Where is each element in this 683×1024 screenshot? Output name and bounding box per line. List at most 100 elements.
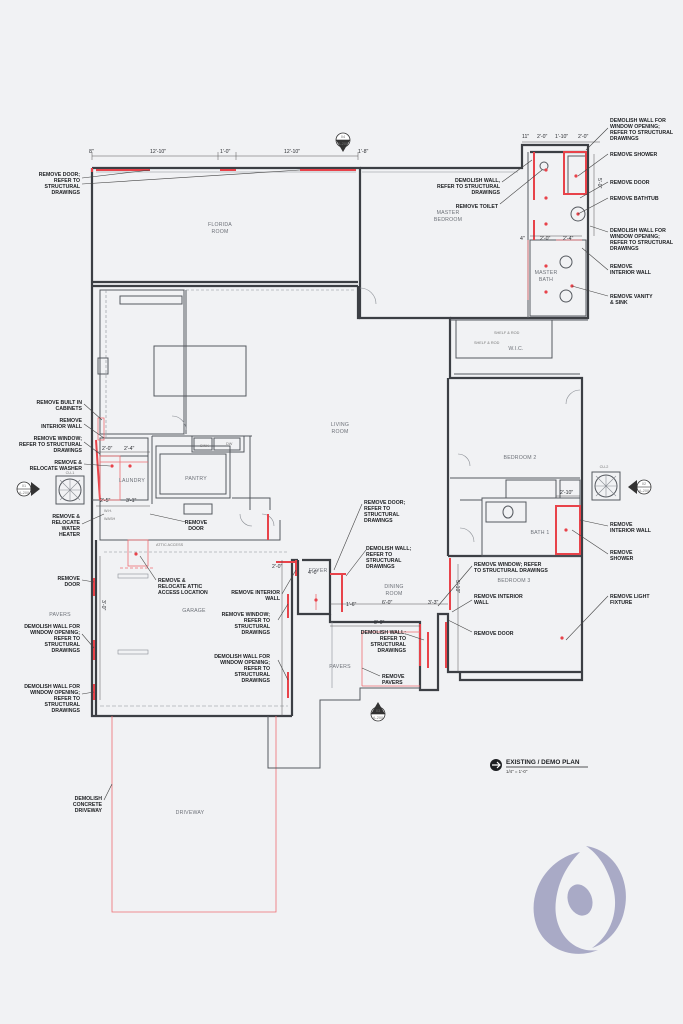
north-arrow-icon [490,759,502,771]
dim: 1'-8" [358,149,368,155]
room-driveway: DRIVEWAY [176,810,205,816]
note-remove-door-top: REMOVE DOOR; REFER TO STRUCTURAL DRAWING… [39,172,81,196]
svg-text:REFER TO: REFER TO [380,636,406,642]
fixture-heater: W.H. [104,509,112,513]
room-living-2: ROOM [332,429,349,435]
svg-text:REMOVE WINDOW;: REMOVE WINDOW; [34,436,83,442]
section-callout-04[interactable]: 04 A-200 [335,132,351,152]
fixture-washer: WASH [104,517,116,521]
svg-text:STRUCTURAL: STRUCTURAL [366,558,402,564]
note-demolish-window-tr2: DEMOLISH WALL FOR WINDOW OPENING; REFER … [610,228,674,252]
note-remove-door-mid: REMOVE DOOR [185,520,208,532]
room-foyer: FOYER [309,568,328,574]
dim: 1'-10" [555,134,568,140]
dim: 11" [522,134,529,140]
svg-text:DEMOLISH: DEMOLISH [75,796,103,802]
svg-text:REMOVE WINDOW;: REMOVE WINDOW; [222,612,271,618]
svg-text:WINDOW OPENING;: WINDOW OPENING; [30,630,80,636]
svg-text:WALL: WALL [474,600,490,606]
svg-text:DRAWINGS: DRAWINGS [364,518,393,524]
svg-text:RELOCATE: RELOCATE [52,520,81,526]
svg-text:DEMOLISH WALL FOR: DEMOLISH WALL FOR [24,684,80,690]
fixture-sink: SINK [200,444,209,448]
svg-text:REMOVE BATHTUB: REMOVE BATHTUB [610,196,659,202]
svg-text:INTERIOR WALL: INTERIOR WALL [610,528,652,534]
note-remove-shower-b1: REMOVE SHOWER [610,550,634,562]
note-remove-interior-wall-g: REMOVE INTERIOR WALL [231,590,281,602]
svg-text:WINDOW OPENING;: WINDOW OPENING; [30,690,80,696]
cu1-unit [55,475,85,505]
svg-text:STRUCTURAL: STRUCTURAL [364,512,400,518]
svg-text:REMOVE INTERIOR: REMOVE INTERIOR [231,590,280,596]
note-remove-shower-tr: REMOVE SHOWER [610,152,658,158]
cu2-unit [591,471,621,501]
dim: 2'-0" [578,134,588,140]
svg-text:STRUCTURAL: STRUCTURAL [235,672,271,678]
section-callout-03[interactable]: 03 A-200 [370,702,386,722]
svg-text:DRAWINGS: DRAWINGS [51,190,80,196]
note-demolish-wall-dining: DEMOLISH WALL; REFER TO STRUCTURAL DRAWI… [361,630,407,654]
svg-text:REFER TO: REFER TO [366,552,392,558]
svg-text:WALL: WALL [265,596,281,602]
svg-text:REMOVE: REMOVE [58,576,81,582]
dim: 2'-0" [540,236,550,242]
note-relocate-attic: REMOVE & RELOCATE ATTIC ACCESS LOCATION [158,578,208,596]
callout-sheet: A-200 [639,489,649,493]
svg-text:DRAWINGS: DRAWINGS [610,136,639,142]
dim: 4'-0" [308,570,318,576]
room-dining-2: ROOM [386,591,403,597]
room-bedroom3: BEDROOM 3 [498,578,531,584]
svg-text:DOOR: DOOR [188,526,204,532]
svg-text:DRAWINGS: DRAWINGS [366,564,395,570]
svg-text:HEATER: HEATER [59,532,80,538]
svg-text:REFER TO: REFER TO [244,666,270,672]
note-remove-interior-wall-b1: REMOVE INTERIOR WALL [610,522,652,534]
svg-text:DEMOLISH WALL;: DEMOLISH WALL; [361,630,407,636]
svg-text:DEMOLISH WALL;: DEMOLISH WALL; [366,546,412,552]
callout-num: 01 [22,484,26,488]
dimension-text: 8" 12'-10" 1'-0" 12'-10" 1'-8" 11" 2'-0"… [89,134,602,626]
note-remove-interior-wall-mb: REMOVE INTERIOR WALL [610,264,652,276]
svg-text:REFER TO: REFER TO [54,696,80,702]
svg-text:INTERIOR WALL: INTERIOR WALL [41,424,83,430]
room-wic: W.I.C. [508,346,523,352]
room-master-1: MASTER [437,210,460,216]
note-demolish-window-g3: DEMOLISH WALL FOR WINDOW OPENING; REFER … [214,654,271,684]
room-laundry: LAUNDRY [119,478,145,484]
svg-text:REMOVE SHOWER: REMOVE SHOWER [610,152,658,158]
room-labels: FLORIDA ROOM MASTER BEDROOM MASTER BATH … [49,210,608,816]
dim: 6'-0" [382,600,392,606]
svg-text:RELOCATE WASHER: RELOCATE WASHER [30,466,83,472]
callout-num: 04 [341,135,345,139]
note-remove-window-l: REMOVE WINDOW; REFER TO STRUCTURAL DRAWI… [19,436,83,454]
note-remove-window-g: REMOVE WINDOW; REFER TO STRUCTURAL DRAWI… [222,612,271,636]
svg-text:REMOVE: REMOVE [382,674,405,680]
dim: 2'-0" [102,446,112,452]
dim: 2'-4" [563,236,573,242]
cu1-label: CU-1 [66,471,75,475]
room-pavers-right: PAVERS [329,664,351,670]
svg-text:DRAWINGS: DRAWINGS [53,448,82,454]
note-remove-door-foyer: REMOVE DOOR; REFER TO STRUCTURAL DRAWING… [364,500,405,524]
svg-text:DOOR: DOOR [64,582,80,588]
svg-text:DRAWINGS: DRAWINGS [241,678,270,684]
svg-text:DRAWINGS: DRAWINGS [471,190,500,196]
note-remove-bathtub: REMOVE BATHTUB [610,196,659,202]
svg-text:PAVERS: PAVERS [382,680,403,686]
dim: 8'-0" [374,620,384,626]
svg-text:REMOVE: REMOVE [610,550,633,556]
svg-text:SHOWER: SHOWER [610,556,634,562]
annotation-notes: REMOVE DOOR; REFER TO STRUCTURAL DRAWING… [19,118,674,814]
svg-text:RELOCATE ATTIC: RELOCATE ATTIC [158,584,203,590]
fixture-attic: ATTIC ACCESS [156,543,184,547]
dim: 2'-0" [272,564,282,570]
leader-lines [81,127,609,801]
note-remove-window-bed3: REMOVE WINDOW; REFER TO STRUCTURAL DRAWI… [474,562,548,574]
room-master-2: BEDROOM [434,217,462,223]
svg-text:REMOVE: REMOVE [185,520,208,526]
section-callout-02[interactable]: 02 A-200 [628,479,652,495]
note-remove-vanity: REMOVE VANITY & SINK [610,294,653,306]
note-demolish-driveway: DEMOLISH CONCRETE DRIVEWAY [73,796,103,814]
note-remove-door-bed3: REMOVE DOOR [474,631,514,637]
section-callout-01[interactable]: 01 A-200 [16,481,40,497]
